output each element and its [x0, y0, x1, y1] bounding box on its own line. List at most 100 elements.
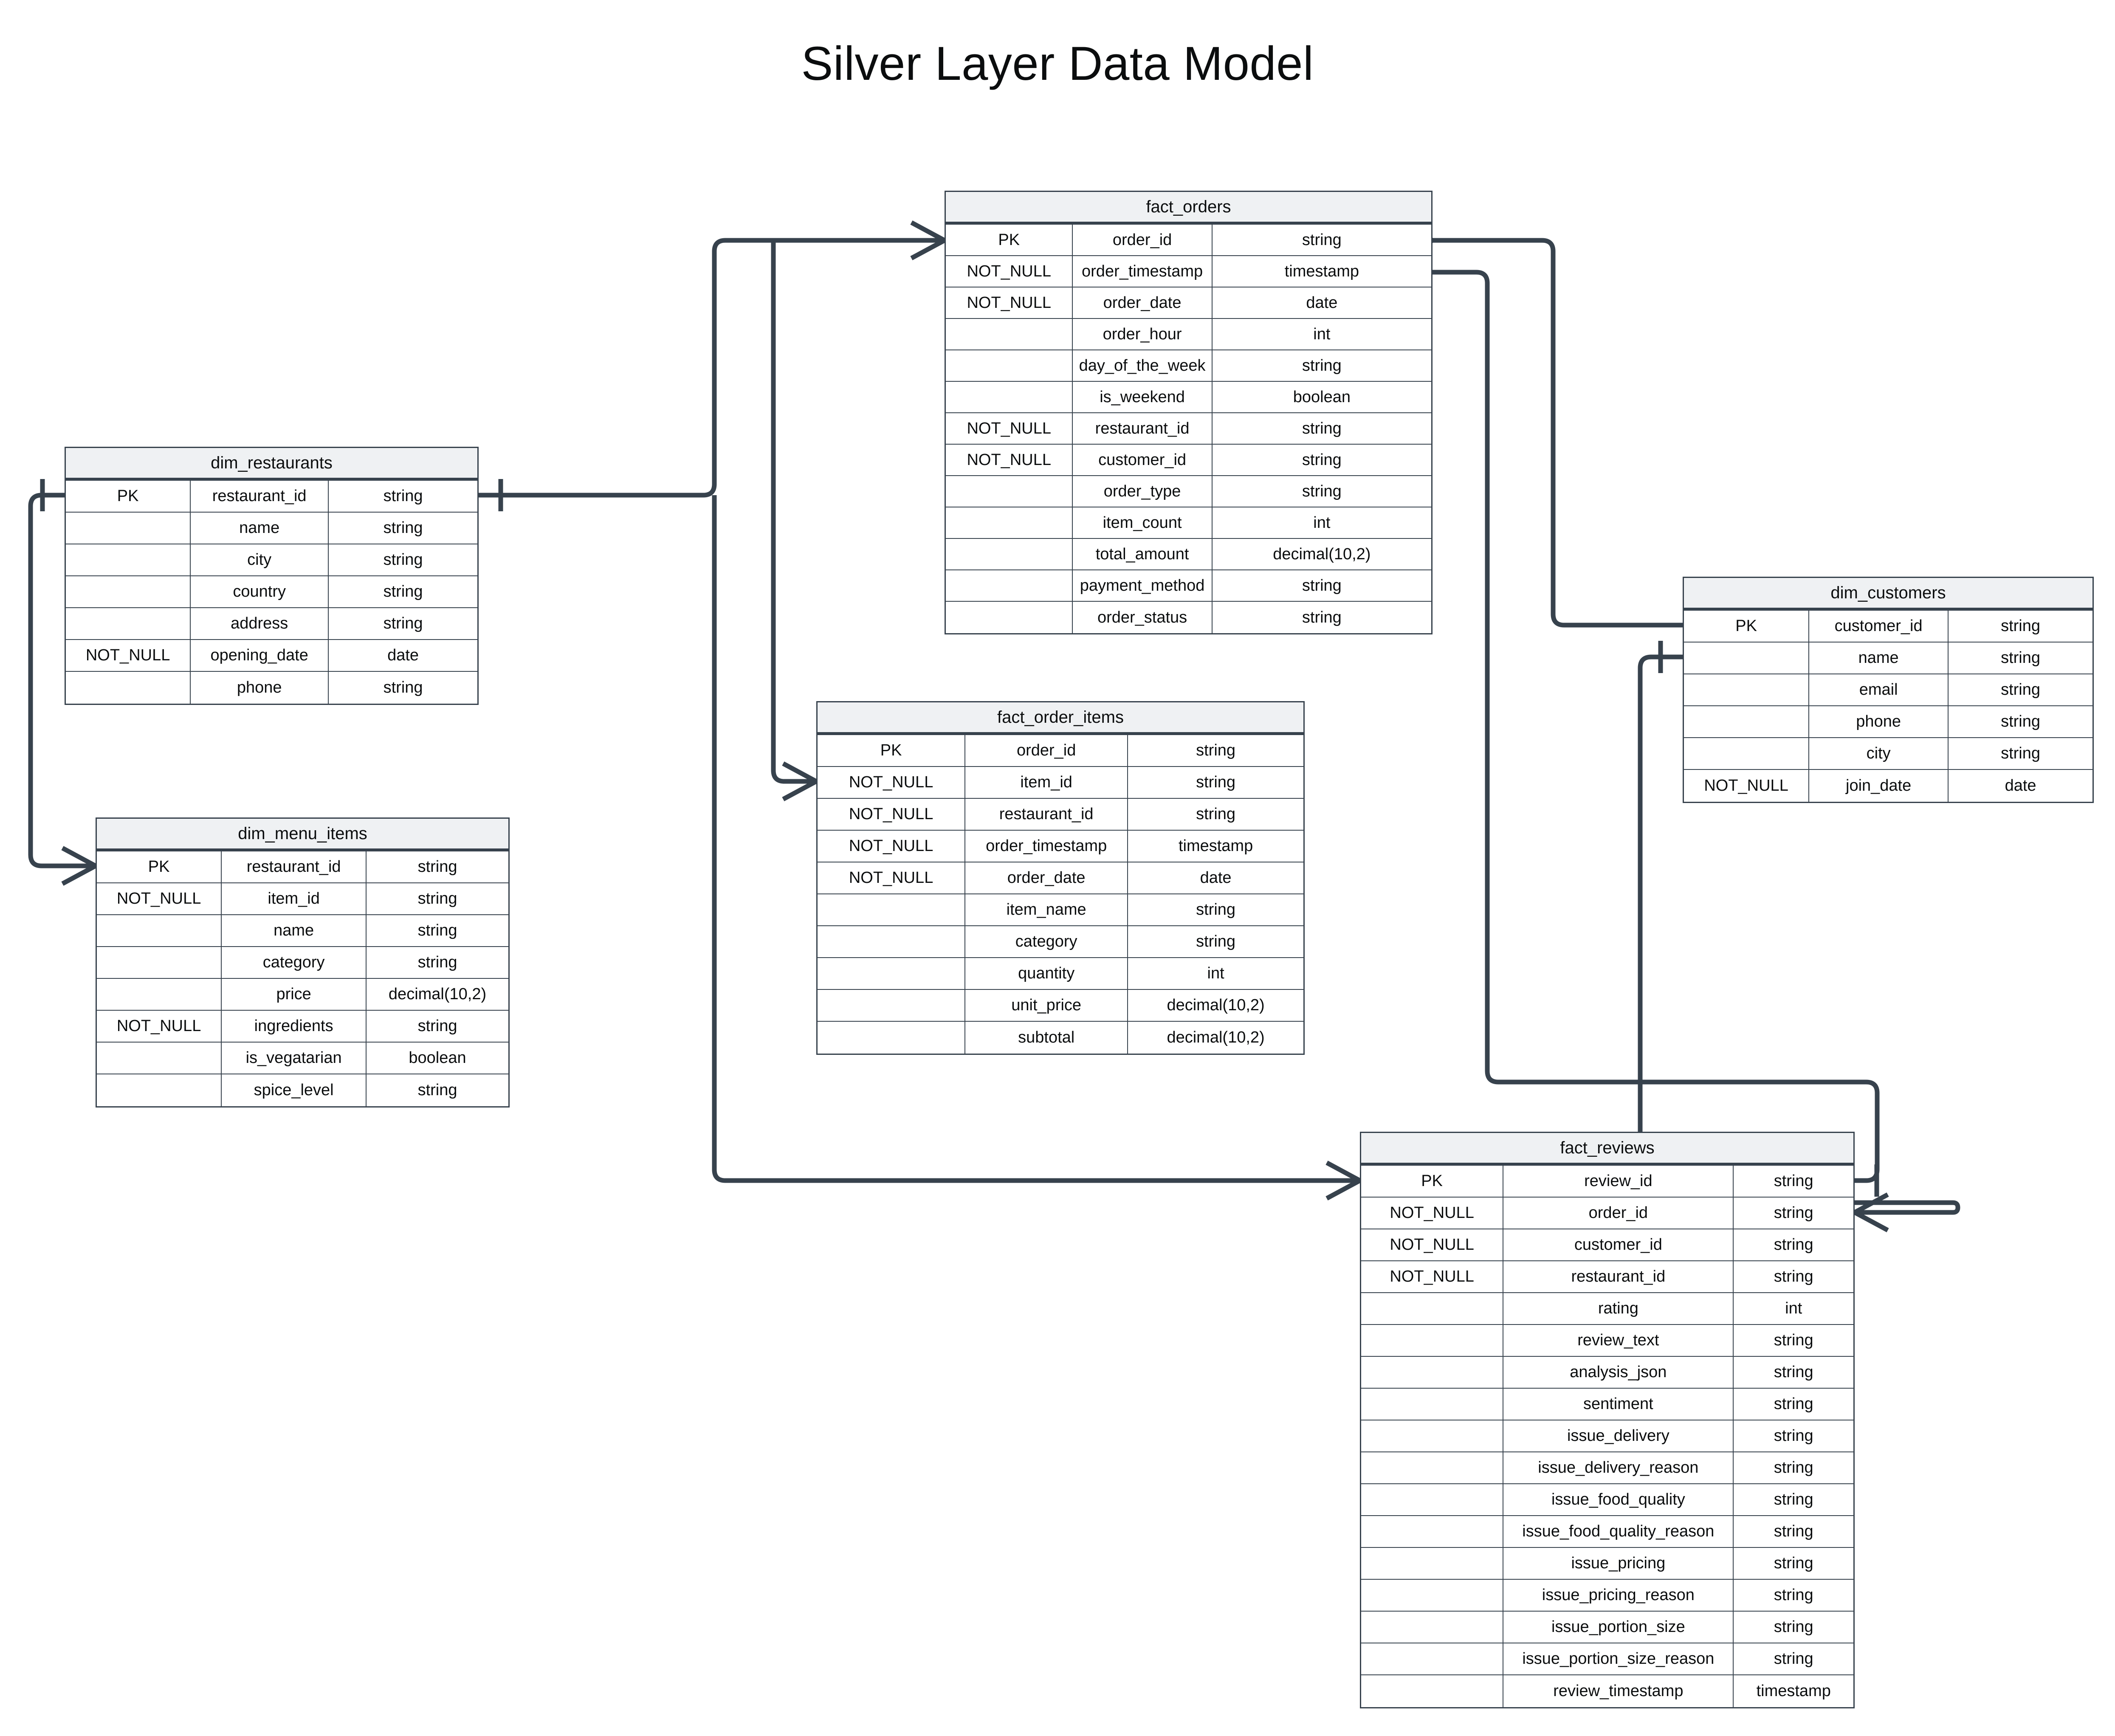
attribute-name: phone — [191, 672, 329, 704]
attribute-name: order_date — [1073, 287, 1213, 318]
attribute-type: string — [383, 487, 423, 505]
attribute-type: decimal(10,2) — [388, 985, 487, 1003]
attribute-name: order_timestamp — [965, 831, 1128, 862]
attribute-key — [66, 672, 191, 704]
attribute-key — [946, 507, 1073, 538]
attribute-key — [818, 894, 966, 925]
crowfoot-prong — [1853, 1210, 1889, 1232]
attribute-name: city — [1809, 738, 1949, 769]
attribute-type: string — [383, 583, 423, 600]
attribute-key — [66, 513, 191, 544]
crowfoot-prong — [61, 864, 97, 886]
attribute-key — [66, 608, 191, 639]
attribute-key — [946, 602, 1073, 633]
attribute-key — [1684, 706, 1810, 737]
attribute-name: item_name — [965, 894, 1128, 925]
attribute-key: NOT_NULL — [818, 862, 966, 893]
attribute-key — [1361, 1612, 1504, 1643]
attribute-type: int — [1785, 1299, 1802, 1317]
attribute-name: payment_method — [1073, 570, 1213, 601]
attribute-name: country — [191, 576, 329, 607]
attribute-key: NOT_NULL — [97, 1011, 222, 1042]
attribute-name: subtotal — [965, 1022, 1128, 1054]
attribute-row: payment_method string — [946, 570, 1431, 602]
attribute-key — [1361, 1643, 1504, 1674]
attribute-row: subtotal decimal(10,2) — [818, 1022, 1303, 1054]
crowfoot-prong — [1325, 1161, 1361, 1183]
attribute-type: decimal(10,2) — [1167, 1029, 1265, 1046]
attribute-key — [66, 544, 191, 575]
attribute-type: timestamp — [1284, 262, 1359, 280]
attribute-name: review_id — [1503, 1166, 1734, 1197]
attribute-key — [1361, 1420, 1504, 1451]
attribute-type: string — [1774, 1236, 1813, 1254]
attribute-type: boolean — [1293, 388, 1351, 406]
attribute-type: string — [1302, 356, 1342, 375]
relationship-line-restaurants-to-orders — [479, 238, 945, 498]
attribute-key: NOT_NULL — [66, 640, 191, 671]
attribute-name: restaurant_id — [222, 851, 367, 882]
attribute-key: NOT_NULL — [1361, 1198, 1504, 1229]
attribute-name: restaurant_id — [191, 481, 329, 512]
attribute-name: opening_date — [191, 640, 329, 671]
attribute-key — [946, 350, 1073, 381]
attribute-type: string — [1774, 1427, 1813, 1445]
attribute-type: string — [1774, 1586, 1813, 1604]
attribute-type: string — [1774, 1459, 1813, 1477]
attribute-type: string — [2001, 744, 2040, 762]
attribute-name: customer_id — [1073, 445, 1213, 475]
attribute-key — [1361, 1548, 1504, 1579]
attribute-name: order_timestamp — [1073, 256, 1213, 287]
attribute-name: phone — [1809, 706, 1949, 737]
attribute-type: string — [1774, 1618, 1813, 1636]
attribute-key — [1361, 1293, 1504, 1324]
attribute-type: timestamp — [1756, 1682, 1831, 1700]
attribute-type: string — [1302, 576, 1342, 595]
attribute-key — [818, 926, 966, 957]
attribute-key — [97, 947, 222, 978]
crowfoot-prong — [782, 761, 818, 783]
attribute-type: string — [1196, 741, 1236, 759]
attribute-type: string — [1302, 451, 1342, 469]
attribute-name: name — [222, 915, 367, 946]
attribute-name: sentiment — [1503, 1389, 1734, 1420]
crowfoot-prong — [61, 846, 97, 868]
attribute-key — [1361, 1580, 1504, 1611]
attribute-name: category — [965, 926, 1128, 957]
attribute-type: int — [1313, 325, 1331, 343]
attribute-type: string — [1774, 1331, 1813, 1349]
attribute-name: restaurant_id — [965, 799, 1128, 830]
attribute-name: unit_price — [965, 990, 1128, 1021]
attribute-type: string — [383, 551, 423, 569]
attribute-key: NOT_NULL — [818, 767, 966, 798]
page-title: Silver Layer Data Model — [801, 37, 1314, 90]
attribute-name: day_of_the_week — [1073, 350, 1213, 381]
attribute-name: order_id — [1073, 225, 1213, 255]
attribute-type: string — [1302, 482, 1342, 500]
attribute-name: category — [222, 947, 367, 978]
